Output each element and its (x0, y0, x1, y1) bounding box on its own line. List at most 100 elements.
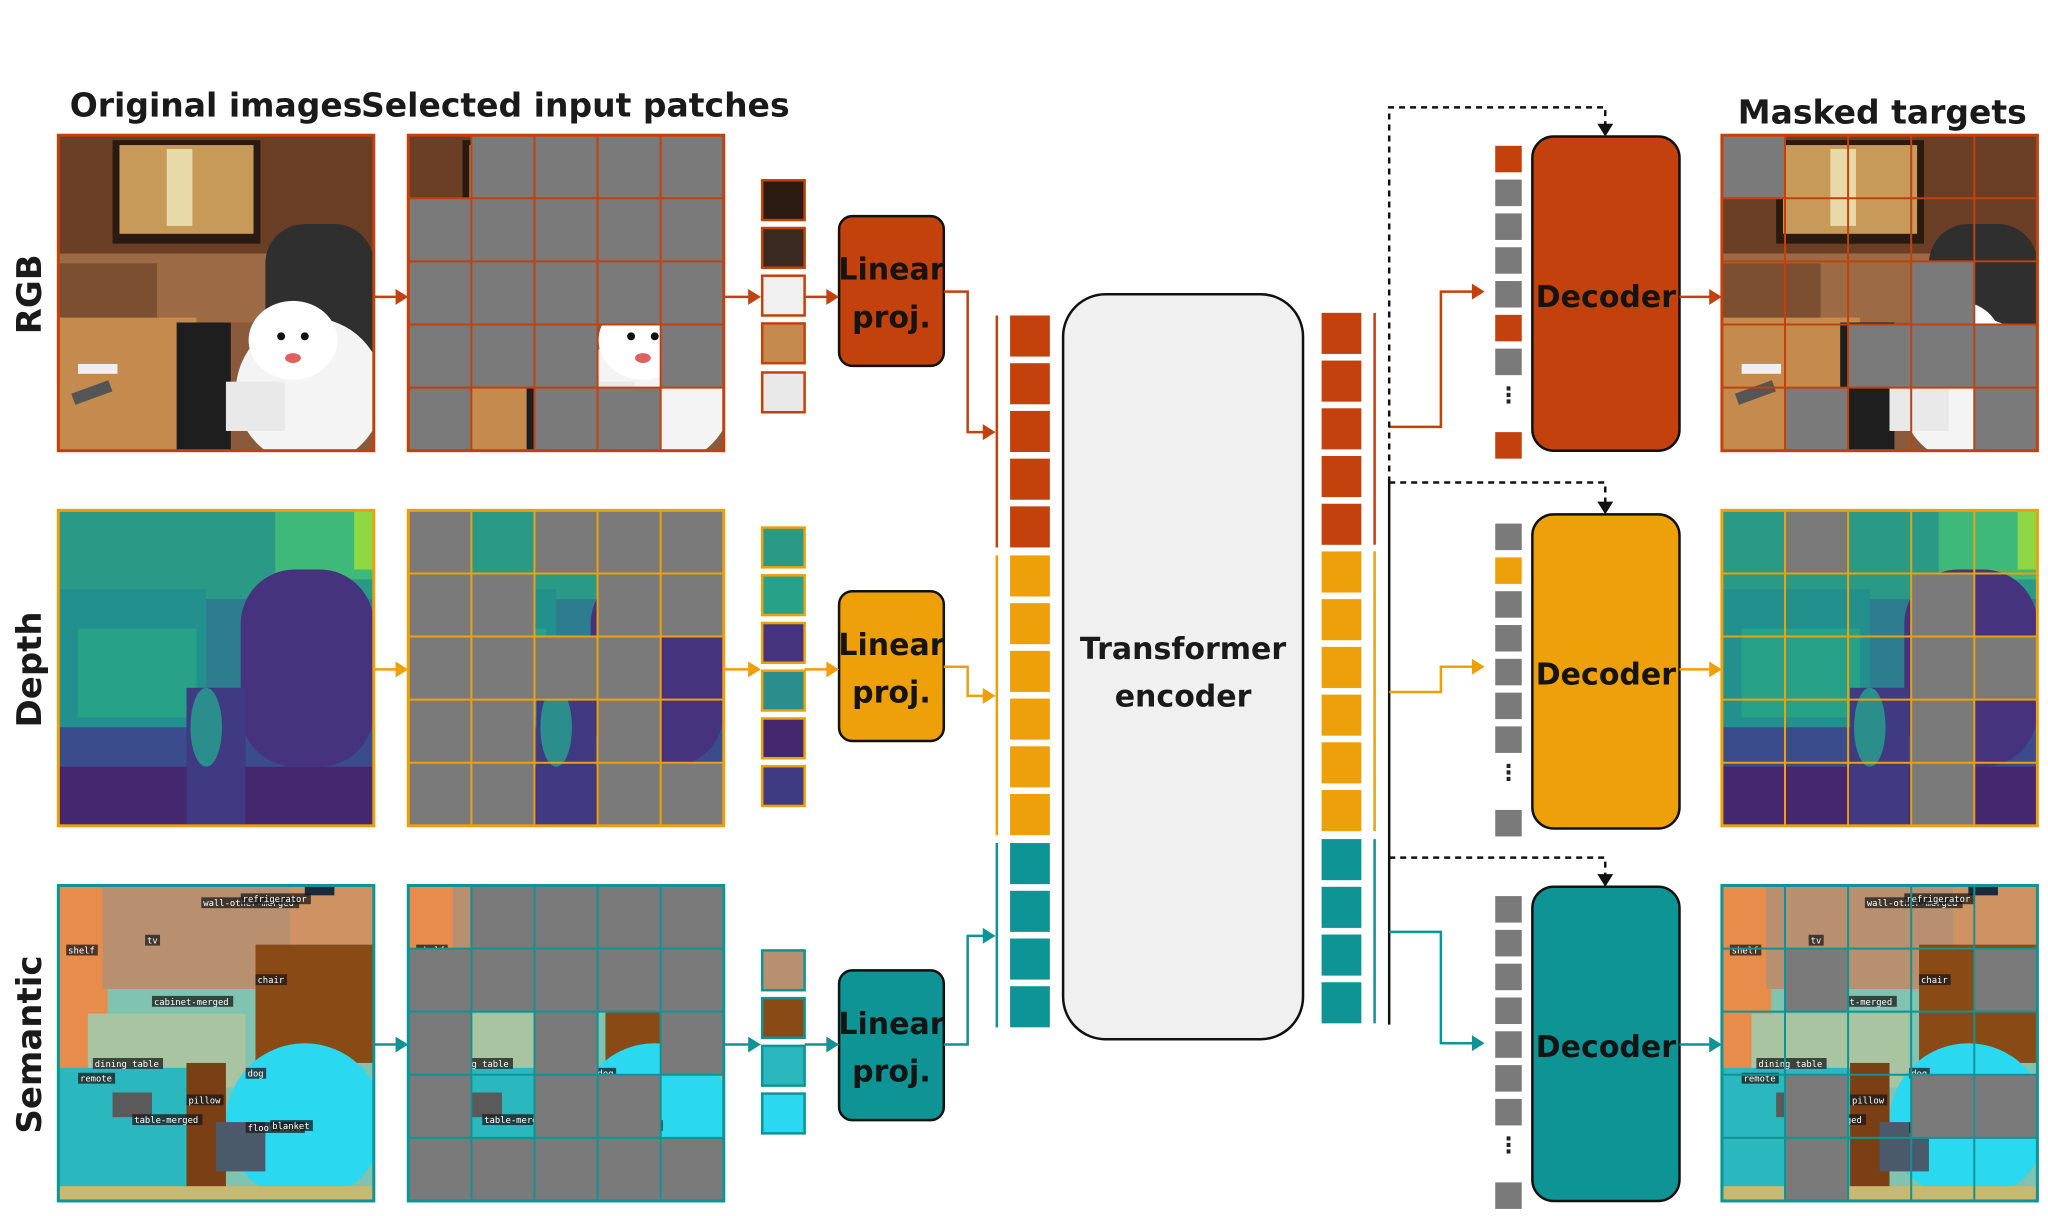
token (1321, 360, 1362, 402)
masked-patch (408, 699, 472, 763)
decoder-query-token (1495, 281, 1522, 308)
input-patch-rgb (760, 179, 806, 222)
decoder-query-token (1495, 557, 1522, 584)
ellipsis: ⋮ (1497, 761, 1519, 786)
masked-patch (597, 948, 661, 1012)
encoder-input-tokens (995, 315, 1050, 1028)
masked-patch (660, 135, 724, 199)
token (1321, 551, 1362, 593)
masked-patch (597, 1074, 661, 1138)
image-original-rgb (56, 133, 376, 453)
masked-patch (1911, 699, 1975, 763)
semantic-segment-label: pillow (1852, 1096, 1885, 1106)
decoder-query-token (1495, 997, 1522, 1024)
masked-patch (660, 762, 724, 826)
ellipsis: ⋮ (1497, 383, 1519, 408)
token (1321, 312, 1362, 354)
decoder-query-token (1495, 963, 1522, 991)
masked-patch (660, 948, 724, 1012)
masked-patch (660, 261, 724, 325)
input-patch-depth (760, 669, 806, 712)
input-patch-rgb (760, 226, 806, 270)
semantic-segment-label: blanket (272, 1122, 309, 1132)
input-patch-depth (760, 717, 806, 760)
decoder-query-token (1495, 348, 1522, 376)
linear-proj-label: proj. (852, 300, 931, 335)
masked-patch (1785, 948, 1849, 1012)
masked-patch (1911, 762, 1975, 826)
arrow (1389, 290, 1477, 429)
token (1010, 698, 1050, 740)
token (1321, 599, 1362, 641)
semantic-segment-label: dining table (1758, 1060, 1822, 1070)
decoder-query-token (1495, 1031, 1522, 1058)
token-columns (995, 312, 1391, 1028)
input-patch-depth (760, 764, 806, 808)
token (1321, 790, 1362, 832)
masked-patch (408, 1074, 472, 1138)
decoder-query-token (1495, 523, 1522, 551)
arrows (373, 106, 1722, 1053)
masked-patch (471, 324, 535, 388)
token (1010, 410, 1050, 453)
masked-patch (534, 261, 598, 325)
semantic-segment-label: pillow (188, 1096, 221, 1106)
decoder-label: Decoder (1536, 280, 1676, 315)
token (1010, 603, 1050, 645)
decoder-query-token (1495, 896, 1522, 923)
masked-patch (597, 387, 661, 451)
arrow (943, 290, 988, 434)
masked-patch (408, 387, 472, 451)
masked-patch (471, 762, 535, 826)
masked-patch (408, 948, 472, 1012)
masked-patch (597, 762, 661, 826)
semantic-segment-label: tv (147, 937, 158, 947)
masked-patch (534, 885, 598, 949)
row-label-depth: Depth (10, 611, 50, 727)
token (1010, 506, 1050, 548)
masked-patch (1911, 636, 1975, 700)
token (1321, 934, 1362, 976)
transformer-encoder-box (1061, 293, 1305, 1041)
arrow (1389, 856, 1607, 879)
row-label-semantic: Semantic (10, 955, 50, 1133)
semantic-segment-label: table-merged (484, 1116, 548, 1126)
input-patch-depth (760, 621, 806, 665)
image-selected-rgb (406, 133, 726, 453)
masked-patch (1974, 948, 2038, 1012)
input-patch-semantic (760, 949, 806, 992)
ellipsis: ⋮ (1497, 1134, 1519, 1159)
masked-patch (597, 510, 661, 574)
linear-proj-label: Linear (838, 253, 944, 288)
arrow (1389, 665, 1477, 694)
semantic-segment-label: tv (1811, 937, 1822, 947)
arrow (1389, 481, 1607, 507)
masked-patch (1974, 636, 2038, 700)
token (1321, 982, 1362, 1024)
masked-patch (471, 261, 535, 325)
masked-patch (534, 636, 598, 700)
masked-patch (660, 1011, 724, 1075)
masked-patch (408, 198, 472, 262)
token (1010, 458, 1050, 500)
semantic-segment-label: refrigerator (1906, 895, 1970, 905)
token (1010, 938, 1050, 980)
input-patch-semantic (760, 996, 806, 1040)
decoder-query-token (1495, 726, 1522, 753)
header-masked: Masked targets (1738, 92, 2027, 131)
masked-patch (408, 1137, 472, 1201)
encoder-label: encoder (1115, 680, 1252, 715)
token (1010, 890, 1050, 932)
semantic-segment-label: chair (1921, 976, 1948, 986)
linear-proj-label: Linear (838, 1007, 944, 1042)
token (1010, 650, 1050, 692)
masked-patch (1785, 510, 1849, 574)
semantic-segment-label: cabinet-merged (1818, 998, 1893, 1008)
image-selected-depth (406, 508, 726, 828)
decoder-column: Decoder⋮Decoder⋮Decoder⋮ (1495, 135, 1681, 1209)
masked-patch (597, 573, 661, 637)
masked-patch (408, 510, 472, 574)
linear-proj-label: Linear (838, 628, 944, 663)
